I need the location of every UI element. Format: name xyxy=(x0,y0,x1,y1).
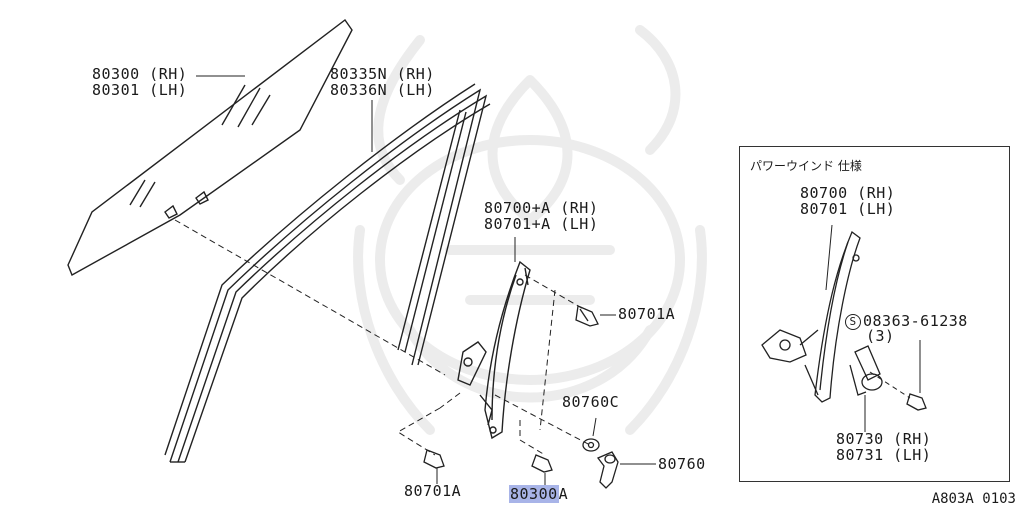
diagram-code: A803A 0103 xyxy=(931,491,1016,507)
inset-title: パワーウインド 仕様 xyxy=(750,159,862,173)
window-regulator xyxy=(457,260,531,440)
bolt-upper-label: 80701A xyxy=(618,305,676,323)
bolt-lower-right xyxy=(531,454,553,473)
screw-symbol: S xyxy=(845,314,861,330)
inset-dashed xyxy=(869,371,911,399)
power-window-inset: パワーウインド 仕様 xyxy=(739,146,1010,482)
washer-leader xyxy=(592,417,597,437)
regulator-label-rh: 80700+A (RH) xyxy=(484,199,599,217)
handle-label: 80760 xyxy=(658,455,706,473)
glass-label-lh: 80301 (LH) xyxy=(92,81,188,99)
callout-label: 80300A xyxy=(509,485,569,503)
inset-motor-label-lh: 80731 (LH) xyxy=(836,446,932,464)
bolt-lower-label: 80701A xyxy=(404,482,462,500)
callout-suffix: A xyxy=(558,485,569,503)
screw-part-number: 08363-61238 xyxy=(863,312,968,330)
sash-label-lh: 80336N (LH) xyxy=(330,81,435,99)
callout-highlight: 80300 xyxy=(509,485,559,503)
inset-regulator-label-rh: 80700 (RH) xyxy=(800,184,896,202)
door-glass xyxy=(67,19,353,276)
inset-screw-qty: (3) xyxy=(866,327,895,345)
glass-label-rh: 80300 (RH) xyxy=(92,65,188,83)
watermark-emblem xyxy=(353,25,707,435)
regulator-label-lh: 80701+A (LH) xyxy=(484,215,599,233)
bolt-lower-left xyxy=(423,449,445,469)
inset-motor-label-rh: 80730 (RH) xyxy=(836,430,932,448)
regulator-handle xyxy=(596,451,619,489)
bolt-upper xyxy=(575,305,599,327)
washer-label: 80760C xyxy=(562,393,620,411)
run-channel xyxy=(164,83,491,463)
dashed-guides xyxy=(174,219,591,456)
inset-regulator-label-lh: 80701 (LH) xyxy=(800,200,896,218)
inset-power-regulator xyxy=(761,230,861,403)
inset-motor xyxy=(849,345,883,396)
washer xyxy=(582,438,600,452)
sash-label-rh: 80335N (RH) xyxy=(330,65,435,83)
inset-regulator-leader xyxy=(825,224,833,291)
inset-screw xyxy=(906,393,927,411)
